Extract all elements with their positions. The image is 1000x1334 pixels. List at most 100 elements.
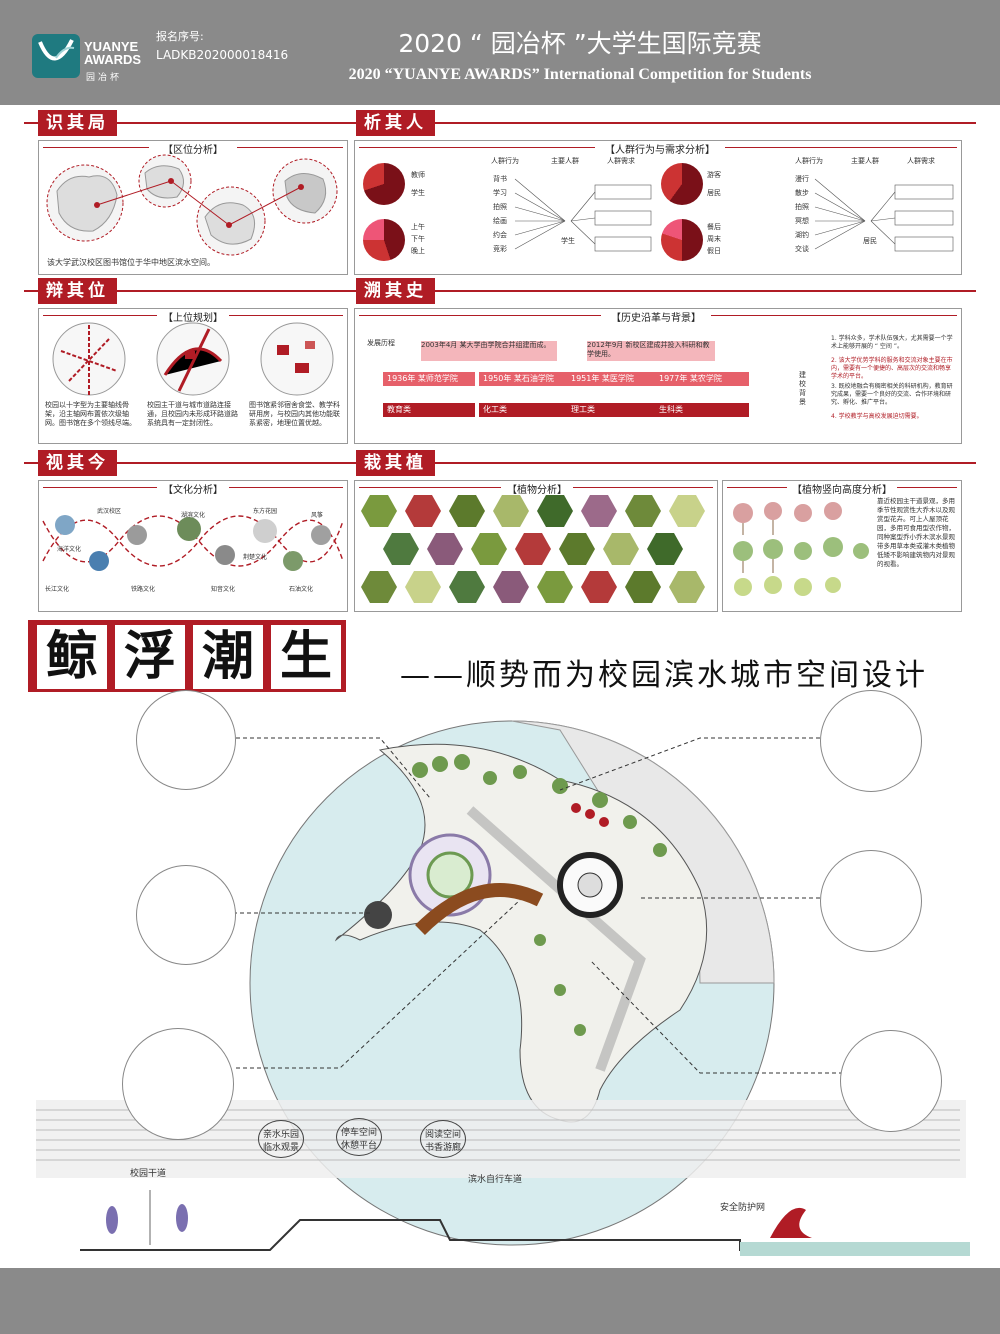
behavior-item: 拍照 <box>493 203 507 211</box>
title-char-3: 潮 <box>190 622 266 692</box>
history-year-1950: 1950年 某石油学院 <box>479 372 571 386</box>
history-year-1977: 1977年 某农学院 <box>655 372 749 386</box>
footer-bar <box>0 1268 1000 1334</box>
history-2012: 2012年9月 新校区建成并投入科研和教学使用。 <box>587 341 715 361</box>
location-caption: 该大学武汉校区图书馆位于华中地区滨水空间。 <box>47 258 215 267</box>
pie-chart-time <box>363 219 405 261</box>
history-bg-point-2: 2. 该大学优势学科的服务和交流对象主要在市内，需要有一个便捷的、高层次的交流和… <box>831 357 953 380</box>
history-bg-label: 建校背景 <box>799 371 806 406</box>
vignette-top-left <box>136 690 236 790</box>
plant-hex-image <box>625 495 661 527</box>
culture-label: 武汉校区 <box>97 508 122 515</box>
main-crowd-residents: 居民 <box>863 237 877 245</box>
crowd-flow-left <box>514 178 652 252</box>
history-2003: 2003年4月 某大学由学院合并组建而成。 <box>421 341 557 361</box>
history-type-chemical: 化工类 <box>479 403 571 417</box>
crowd-title: 【人群行为与需求分析】 <box>595 141 725 156</box>
culture-title: 【文化分析】 <box>157 481 229 496</box>
culture-label: 长江文化 <box>45 586 70 593</box>
crowd-analysis-panel: 【人群行为与需求分析】 教师 学生 上午 下午 晚上 游客 居民 餐后 周末 假… <box>354 140 962 275</box>
behavior-item: 背书 <box>493 175 507 183</box>
pie-label: 餐后 <box>707 223 721 231</box>
competition-title-cn: 2020 “ 园冶杯 ”大学生国际竞赛 <box>398 29 762 58</box>
vignette-bottom-right <box>840 1030 942 1132</box>
main-crowd-students: 学生 <box>561 237 575 245</box>
section-divider <box>24 122 976 124</box>
culture-label: 湖滨文化 <box>181 512 206 519</box>
pie-label: 居民 <box>707 189 721 197</box>
pie-chart-period <box>661 219 703 261</box>
upper-text-2: 校园主干道与城市道路连接通，且校园内未形成环路道路系统具有一定封闭性。 <box>147 401 238 427</box>
title-char-4: 生 <box>268 622 344 692</box>
upper-title: 【上位规划】 <box>157 309 229 324</box>
location-title: 【区位分析】 <box>149 141 237 156</box>
pie-label: 游客 <box>707 171 721 179</box>
plant-hex-image <box>515 533 551 565</box>
plant-hex-image <box>603 533 639 565</box>
plant-height-title: 【植物竖向高度分析】 <box>787 481 897 496</box>
history-type-bio: 生科类 <box>655 403 749 417</box>
plant-hex-image <box>537 571 573 603</box>
title-char-2: 浮 <box>112 622 188 692</box>
history-bg-point-4: 4. 学校教学与高校发展迫切需要。 <box>831 413 923 420</box>
col-behavior: 人群行为 <box>491 157 519 165</box>
culture-panel: 【文化分析】 长江文化 武汉校区 铁路文化 湖滨文化 海洋文化 石油文化 东方花… <box>38 480 348 612</box>
culture-label: 铁路文化 <box>131 586 156 593</box>
yuanye-logo <box>28 32 140 80</box>
culture-wave-diagram <box>42 515 344 571</box>
history-panel: 【历史沿革与背景】 发展历程 2003年4月 某大学由学院合并组建而成。 201… <box>354 308 962 444</box>
plant-panel: 【植物分析】 <box>354 480 718 612</box>
plant-trees-illustration <box>733 502 869 596</box>
vignette-mid-left <box>136 865 236 965</box>
plant-hex-image <box>471 533 507 565</box>
plant-hex-image <box>647 533 683 565</box>
upper-planning-panel: 【上位规划】 校园以十字型为主要轴线骨架，沿主轴网布置依次级轴网。图书馆在多个领… <box>38 308 348 444</box>
behavior-item: 绘画 <box>493 217 507 225</box>
crowd-flow-right <box>814 178 954 252</box>
plant-height-text: 靠近校园主干道景观，多用季节性观赏性大乔木以及观赏型花卉。可上人屋顶花园，多用可… <box>877 497 955 568</box>
behavior-item: 散步 <box>795 189 809 197</box>
vignette-bottom-left <box>122 1028 234 1140</box>
pie-label: 教师 <box>411 171 425 179</box>
section-label-bike: 滨水自行车道 <box>468 1175 523 1185</box>
section-tag-2: 析其人 <box>356 110 435 136</box>
plant-hex-image <box>537 495 573 527</box>
behavior-item: 交谈 <box>795 245 809 253</box>
plant-hex-image <box>361 571 397 603</box>
bubble-label-2: 停车空间 休憩平台 <box>336 1118 382 1156</box>
location-map-circles <box>46 154 338 256</box>
behavior-item: 学习 <box>493 189 507 197</box>
logo-chinese-text: 园冶杯 <box>86 73 123 83</box>
col-main: 主要人群 <box>851 157 879 165</box>
plant-hex-image <box>493 495 529 527</box>
upper-text-1: 校园以十字型为主要轴线骨架，沿主轴网布置依次级轴网。图书馆在多个领线尽端。 <box>45 401 136 427</box>
title-char-1: 鲸 <box>34 622 110 692</box>
section-tag-4: 溯其史 <box>356 278 435 304</box>
culture-label: 风筝 <box>311 512 324 519</box>
plant-hex-image <box>427 533 463 565</box>
history-year-1951: 1951年 某医学院 <box>567 372 659 386</box>
pie-label: 假日 <box>707 247 721 255</box>
pie-label: 上午 <box>411 223 425 231</box>
registration-number: LADKB202000018416 <box>156 48 289 62</box>
plant-hex-image <box>581 495 617 527</box>
section-label-road: 校园干道 <box>130 1169 167 1179</box>
section-divider <box>24 290 976 292</box>
col-need: 人群需求 <box>907 157 935 165</box>
header-bar <box>0 0 1000 105</box>
plant-hex-image <box>625 571 661 603</box>
bubble-label-1: 亲水乐园 临水观景 <box>258 1120 304 1158</box>
history-bg-point-1: 1. 学科众多，学术队伍强大，尤其需要一个学术上能够开展的 “ 空间 ”。 <box>831 335 953 350</box>
behavior-item: 冥想 <box>795 217 809 225</box>
pie-label: 周末 <box>707 235 721 243</box>
plant-hex-image <box>383 533 419 565</box>
culture-label: 东方花园 <box>253 508 278 515</box>
plant-title: 【植物分析】 <box>501 481 573 496</box>
plant-hex-image <box>559 533 595 565</box>
history-year-1936: 1936年 某师范学院 <box>383 372 475 386</box>
culture-label: 荆楚文化 <box>243 554 268 561</box>
upper-planning-maps <box>52 322 334 396</box>
history-title: 【历史沿革与背景】 <box>601 309 711 324</box>
plant-hex-image <box>405 571 441 603</box>
bubble-label-3: 阅读空间 书香游廊 <box>420 1120 466 1158</box>
